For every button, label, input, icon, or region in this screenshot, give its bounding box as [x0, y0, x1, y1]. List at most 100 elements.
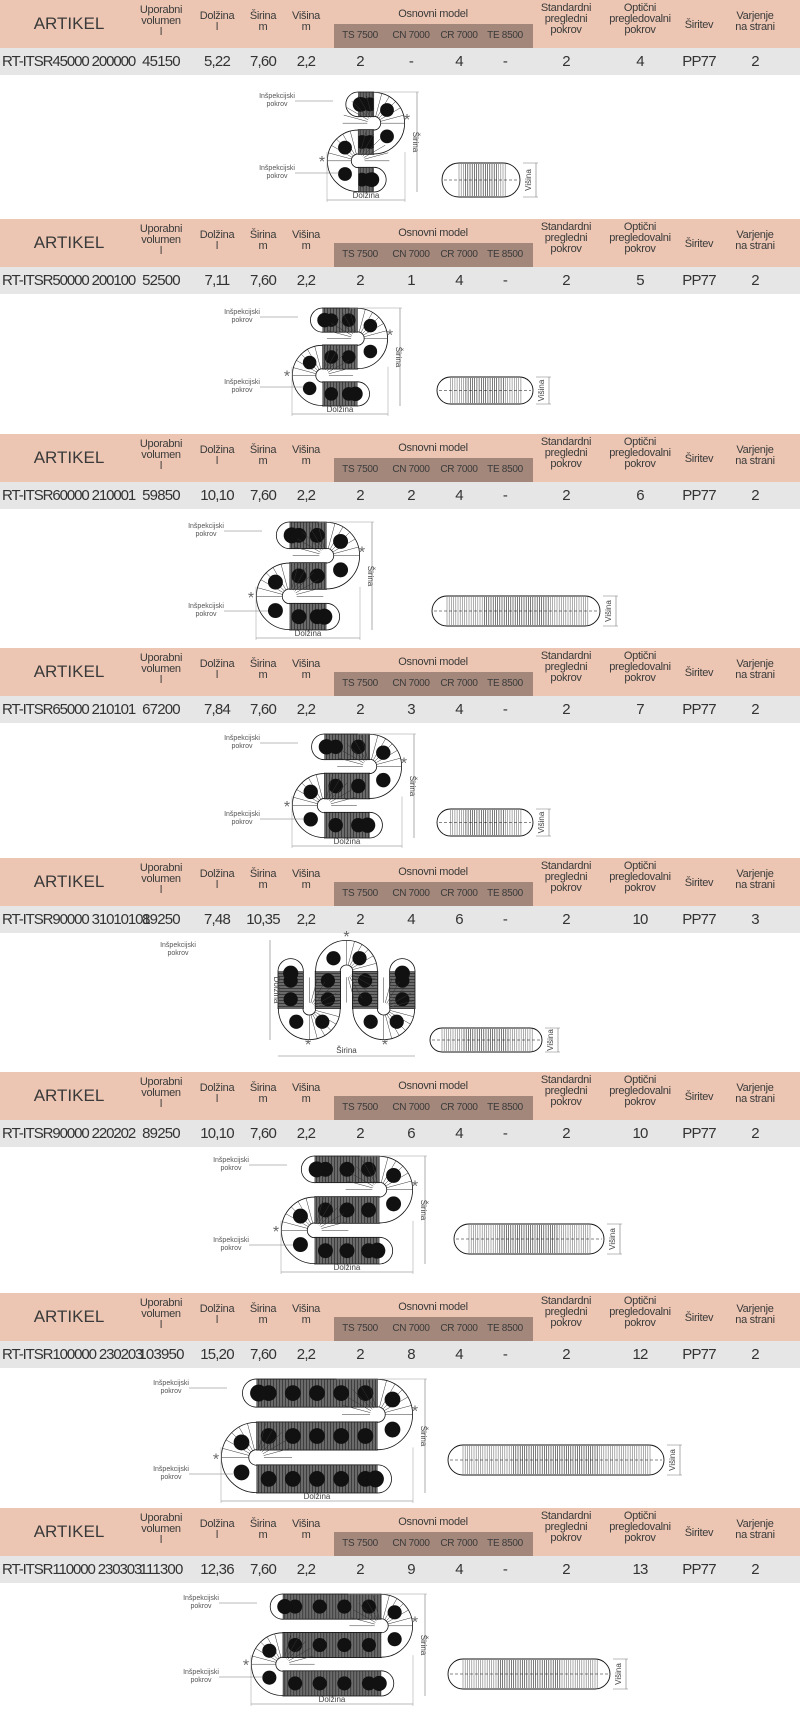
- header-sirina: Širina m: [249, 868, 277, 891]
- header-siritev: Širitev: [684, 1312, 714, 1324]
- header-volumen: Uporabni volumen l: [139, 862, 183, 896]
- header-te: TE 8500: [487, 30, 523, 41]
- cell-visina: 2,2: [296, 53, 316, 70]
- header-volumen: Uporabni volumen l: [139, 4, 183, 38]
- cell-volumen: 111300: [139, 1561, 183, 1578]
- cell-visina: 2,2: [296, 1561, 316, 1578]
- cell-ts: 2: [356, 701, 364, 718]
- header-opticni: Optični pregledovalni pokrov: [609, 2, 671, 36]
- inspection-cover-icon: [333, 1428, 350, 1444]
- inspection-cover-icon: [289, 1014, 304, 1029]
- header-dolzina: Dolžina l: [199, 868, 235, 891]
- cell-artikel: RT-ITSR90000 31010101: [2, 911, 151, 928]
- inspection-cover-icon: [302, 355, 317, 370]
- inspection-cover-icon: [333, 562, 349, 578]
- header-te: TE 8500: [487, 1538, 523, 1549]
- header-sirina: Širina m: [249, 658, 277, 681]
- cell-cr: 4: [455, 1561, 463, 1578]
- cell-artikel: RT-ITSR50000 200100: [2, 272, 136, 289]
- sirina-label: Širina: [411, 132, 420, 153]
- visina-label: Višina: [614, 1663, 623, 1685]
- weld-marker: *: [412, 1615, 418, 1632]
- cell-dolzina: 5,22: [204, 53, 231, 70]
- cell-sirina: 10,35: [246, 911, 280, 928]
- inspection-cover-icon: [267, 603, 283, 619]
- cell-standardni: 2: [562, 911, 570, 928]
- cell-visina: 2,2: [296, 1346, 316, 1363]
- cell-siritev: PP77: [682, 1125, 716, 1142]
- table-row: RT-ITSR110000 230303 111300 12,36 7,60 2…: [0, 1556, 800, 1583]
- cell-cn: -: [408, 53, 414, 70]
- header-varjenje: Varjenje na strani: [735, 229, 775, 252]
- inspection-cover-icon: [371, 1675, 387, 1691]
- inspection-cover-icon: [363, 344, 378, 359]
- cell-artikel: RT-ITSR90000 220202: [2, 1125, 136, 1142]
- inspection-cover-icon: [361, 1637, 376, 1653]
- cell-ts: 2: [356, 53, 364, 70]
- header-varjenje: Varjenje na strani: [735, 658, 775, 681]
- tank-layout-top-view: [256, 521, 360, 631]
- tank-end-cap: [379, 1236, 394, 1265]
- header-sirina: Širina m: [249, 1082, 277, 1105]
- inspection-cover-icon: [380, 129, 394, 144]
- weld-marker: *: [305, 1037, 311, 1054]
- cell-visina: 2,2: [296, 911, 316, 928]
- tank-end-cap: [345, 91, 359, 118]
- cell-dolzina: 15,20: [200, 1346, 234, 1363]
- cell-ts: 2: [356, 272, 364, 289]
- table-row: RT-ITSR45000 200000 45150 5,22 7,60 2,2 …: [0, 48, 800, 75]
- header-cn: CN 7000: [392, 464, 430, 475]
- cell-standardni: 2: [562, 272, 570, 289]
- cell-ts: 2: [356, 487, 364, 504]
- inspection-cover-icon: [348, 386, 363, 402]
- cell-ts: 2: [356, 1346, 364, 1363]
- inspection-cover-icon: [288, 1637, 303, 1653]
- visina-label: Višina: [668, 1449, 677, 1471]
- tank-end-cap: [275, 521, 290, 550]
- inspection-cover-icon: [303, 784, 318, 800]
- visina-label: Višina: [537, 379, 546, 401]
- header-opticni: Optični pregledovalni pokrov: [609, 860, 671, 894]
- model-subheader-box: [334, 243, 533, 267]
- header-ts: TS 7500: [342, 1102, 378, 1113]
- header-ts: TS 7500: [342, 1538, 378, 1549]
- inspection-cover-icon: [394, 965, 410, 981]
- inspection-cover-icon: [302, 381, 317, 396]
- cell-cr: 4: [455, 487, 463, 504]
- inspection-cover-icon: [233, 1434, 250, 1451]
- cell-volumen: 103950: [138, 1346, 184, 1363]
- cell-artikel: RT-ITSR65000 210101: [2, 701, 136, 718]
- header-volumen: Uporabni volumen l: [139, 1076, 183, 1110]
- header-visina: Višina m: [292, 10, 320, 33]
- visina-label: Višina: [608, 1228, 617, 1250]
- model-subheader-box: [334, 458, 533, 482]
- weld-marker: *: [382, 1037, 388, 1054]
- inspection-cover-icon: [284, 1385, 301, 1401]
- inspection-cover-icon: [317, 312, 332, 328]
- cell-ts: 2: [356, 1561, 364, 1578]
- inspection-cover-icon: [337, 1599, 352, 1614]
- tank-layout-top-view: [292, 733, 402, 839]
- cell-cn: 3: [407, 701, 415, 718]
- inspection-cover-icon: [361, 1161, 377, 1177]
- inspection-cover-icon: [312, 1676, 327, 1691]
- inspection-cover-icon: [339, 1202, 355, 1218]
- inspection-cover-icon: [303, 812, 318, 827]
- cell-te: -: [502, 1346, 508, 1363]
- header-standardni: Standardni pregledni pokrov: [540, 1510, 592, 1544]
- inspection-cover-icon: [395, 992, 410, 1007]
- table-row: RT-ITSR65000 210101 67200 7,84 7,60 2,2 …: [0, 696, 800, 723]
- tank-end-cap: [300, 1155, 315, 1184]
- cell-ts: 2: [356, 1125, 364, 1142]
- header-cn: CN 7000: [392, 1538, 430, 1549]
- inspection-cover-icon: [386, 1196, 402, 1212]
- header-cn: CN 7000: [392, 1102, 430, 1113]
- model-subheader-box: [334, 1532, 533, 1556]
- inspection-cover-icon: [250, 1384, 267, 1402]
- inspection-cover-icon: [317, 1243, 333, 1259]
